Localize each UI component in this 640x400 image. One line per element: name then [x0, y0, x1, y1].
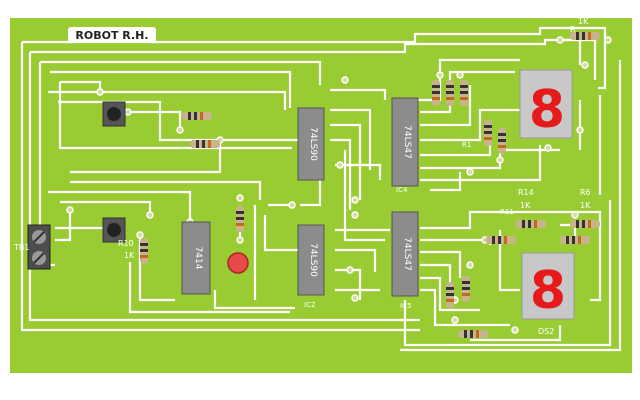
chip-ref: IC5 [400, 302, 411, 310]
board-title: ROBOT R.H. [75, 29, 148, 42]
chip-74ls90-top: 74LS90 [297, 107, 325, 181]
resistor-r6 [570, 220, 600, 228]
r14-ref: R14 [518, 188, 534, 197]
resistor [458, 330, 488, 338]
resistors [140, 32, 600, 338]
board-title-label: ROBOT R.H. [68, 27, 156, 43]
copper-traces [20, 26, 622, 352]
chip-74ls47-bottom: 74LS47 IC5 [391, 211, 419, 310]
svg-text:74LS47: 74LS47 [402, 125, 412, 159]
resistor [446, 80, 454, 106]
chip-7414: 7414 [181, 221, 211, 295]
resistor [236, 206, 244, 232]
svg-text:74LS90: 74LS90 [308, 243, 318, 277]
ds2-digit: 8 [530, 261, 566, 321]
resistor-r11 [486, 236, 516, 244]
resistor [446, 282, 454, 308]
r10-ref: R10 [118, 239, 134, 248]
r-mid-ref: R1 [462, 141, 471, 149]
terminal-block-tb1: TB1 [13, 224, 51, 270]
resistor [560, 236, 590, 244]
r6-ref: R6 [580, 188, 591, 197]
terminal-ref: TB1 [13, 243, 29, 252]
resistor-r1 [484, 120, 492, 146]
resistor-top-right [570, 32, 600, 40]
svg-text:74LS90: 74LS90 [308, 127, 318, 161]
resistor [190, 140, 220, 148]
r11-ref: R11 [500, 208, 514, 216]
resistor [460, 80, 468, 106]
chip-ref: IC2 [304, 301, 315, 309]
display-ds2: 8 DS2 [521, 252, 575, 336]
r10-value: 1K [124, 251, 135, 260]
r-top-ref: R [570, 25, 576, 34]
resistor-labels: R10 1K R14 1K R6 1K R 1K R11 R1 [118, 17, 591, 260]
chip-74ls47-top: 74LS47 IC4 [391, 97, 419, 194]
led-indicator [227, 252, 249, 274]
resistor-r14 [516, 220, 546, 228]
r14-value: 1K [520, 201, 531, 210]
r-top-value: 1K [578, 17, 589, 26]
push-button-top [102, 101, 126, 127]
svg-text:7414: 7414 [193, 247, 203, 270]
chip-ref: IC4 [396, 186, 408, 194]
svg-text:74LS47: 74LS47 [402, 237, 412, 271]
resistor-r10 [140, 238, 148, 264]
resistor [498, 128, 506, 154]
resistor [432, 80, 440, 106]
resistor [182, 112, 212, 120]
display-ds1: 8 [519, 69, 573, 140]
ds1-digit: 8 [529, 80, 565, 140]
resistor [462, 276, 470, 302]
ds2-ref: DS2 [538, 327, 554, 336]
push-button-bottom [102, 217, 126, 243]
chip-74ls90-bottom: 74LS90 IC2 [297, 224, 325, 309]
r6-value: 1K [580, 201, 591, 210]
